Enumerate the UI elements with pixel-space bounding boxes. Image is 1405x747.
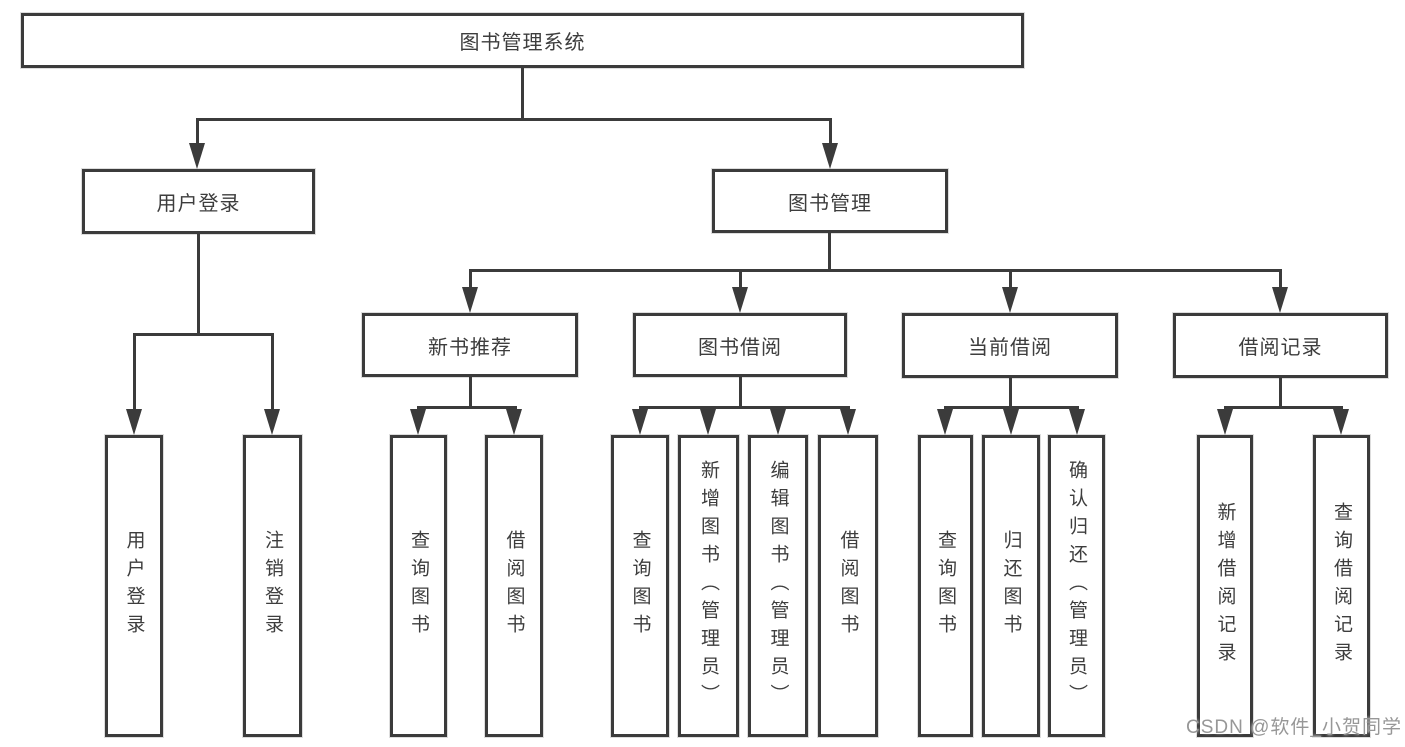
arrowhead bbox=[264, 409, 280, 435]
arrowhead bbox=[410, 409, 426, 435]
leaf-logout: 注销登录 bbox=[243, 435, 302, 737]
connector-line bbox=[469, 269, 472, 291]
arrowhead bbox=[1002, 287, 1018, 313]
leaf-query-books-recommend-label: 查询图书 bbox=[408, 530, 429, 642]
connector-line bbox=[196, 118, 199, 146]
connector-line bbox=[1279, 375, 1282, 409]
node-current-borrowing-label: 当前借阅 bbox=[968, 337, 1052, 359]
leaf-borrow-books-recommend-label: 借阅图书 bbox=[503, 530, 525, 642]
connector-line bbox=[739, 375, 742, 409]
node-book-borrowing-label: 图书借阅 bbox=[698, 336, 782, 359]
connector-line bbox=[196, 118, 832, 121]
connector-line bbox=[469, 269, 1281, 272]
leaf-edit-book-admin: 编辑图书（管理员） bbox=[748, 435, 808, 737]
arrowhead bbox=[840, 409, 856, 435]
connector-line bbox=[828, 231, 831, 272]
node-borrowing-records-label: 借阅记录 bbox=[1238, 337, 1323, 359]
arrowhead bbox=[189, 143, 205, 169]
connector-line bbox=[639, 406, 850, 409]
node-borrowing-records: 借阅记录 bbox=[1173, 313, 1388, 378]
node-new-book-recommend-label: 新书推荐 bbox=[428, 336, 512, 359]
leaf-borrow-books-borrowing: 借阅图书 bbox=[818, 435, 878, 737]
connector-line bbox=[521, 66, 524, 120]
node-root: 图书管理系统 bbox=[21, 13, 1024, 68]
arrowhead bbox=[770, 409, 786, 435]
leaf-query-books-recommend: 查询图书 bbox=[390, 435, 447, 737]
connector-line bbox=[739, 269, 742, 291]
leaf-return-book: 归还图书 bbox=[982, 435, 1040, 737]
connector-line bbox=[1224, 406, 1343, 409]
arrowhead bbox=[822, 143, 838, 169]
connector-line bbox=[271, 333, 274, 411]
node-book-management: 图书管理 bbox=[712, 169, 948, 233]
leaf-query-borrow-record: 查询借阅记录 bbox=[1313, 435, 1370, 737]
arrowhead bbox=[1003, 409, 1019, 435]
arrowhead bbox=[1333, 409, 1349, 435]
node-root-label: 图书管理系统 bbox=[459, 32, 586, 54]
leaf-query-books-current: 查询图书 bbox=[918, 435, 973, 737]
leaf-user-login-label: 用户登录 bbox=[123, 530, 145, 642]
leaf-borrow-books-recommend: 借阅图书 bbox=[485, 435, 543, 737]
connector-line bbox=[469, 375, 472, 409]
leaf-confirm-return-admin: 确认归还（管理员） bbox=[1048, 435, 1105, 737]
connector-line bbox=[197, 232, 200, 336]
leaf-logout-label: 注销登录 bbox=[262, 530, 283, 642]
connector-line bbox=[1009, 269, 1012, 291]
leaf-add-borrow-record: 新增借阅记录 bbox=[1197, 435, 1253, 737]
leaf-borrow-books-borrowing-label: 借阅图书 bbox=[837, 530, 859, 642]
arrowhead bbox=[632, 409, 648, 435]
leaf-edit-book-admin-label: 编辑图书（管理员） bbox=[767, 460, 789, 712]
leaf-query-books-current-label: 查询图书 bbox=[935, 530, 956, 642]
node-book-borrowing: 图书借阅 bbox=[633, 313, 847, 377]
connector-line bbox=[133, 333, 136, 411]
arrowhead bbox=[937, 409, 953, 435]
arrowhead bbox=[126, 409, 142, 435]
arrowhead bbox=[732, 287, 748, 313]
leaf-query-books-borrowing-label: 查询图书 bbox=[629, 530, 651, 642]
leaf-user-login: 用户登录 bbox=[105, 435, 163, 737]
leaf-add-book-admin: 新增图书（管理员） bbox=[678, 435, 739, 737]
leaf-confirm-return-admin-label: 确认归还（管理员） bbox=[1066, 460, 1087, 712]
arrowhead bbox=[462, 287, 478, 313]
leaf-return-book-label: 归还图书 bbox=[1000, 530, 1022, 642]
leaf-add-book-admin-label: 新增图书（管理员） bbox=[698, 460, 719, 712]
arrowhead bbox=[1272, 287, 1288, 313]
connector-line bbox=[133, 333, 274, 336]
node-book-management-label: 图书管理 bbox=[788, 192, 872, 215]
node-user-login-label: 用户登录 bbox=[156, 193, 241, 215]
arrowhead bbox=[1217, 409, 1233, 435]
leaf-add-borrow-record-label: 新增借阅记录 bbox=[1214, 502, 1236, 670]
connector-line bbox=[417, 406, 517, 409]
connector-line bbox=[1009, 375, 1012, 409]
node-user-login: 用户登录 bbox=[82, 169, 315, 234]
csdn-watermark: CSDN @软件_小贺同学 bbox=[1186, 717, 1402, 738]
arrowhead bbox=[1069, 409, 1085, 435]
leaf-query-books-borrowing: 查询图书 bbox=[611, 435, 669, 737]
connector-line bbox=[1279, 269, 1282, 291]
arrowhead bbox=[700, 409, 716, 435]
node-new-book-recommend: 新书推荐 bbox=[362, 313, 578, 377]
connector-line bbox=[829, 118, 832, 146]
node-current-borrowing: 当前借阅 bbox=[902, 313, 1118, 378]
leaf-query-borrow-record-label: 查询借阅记录 bbox=[1331, 502, 1352, 670]
arrowhead bbox=[506, 409, 522, 435]
connector-line bbox=[944, 406, 1079, 409]
